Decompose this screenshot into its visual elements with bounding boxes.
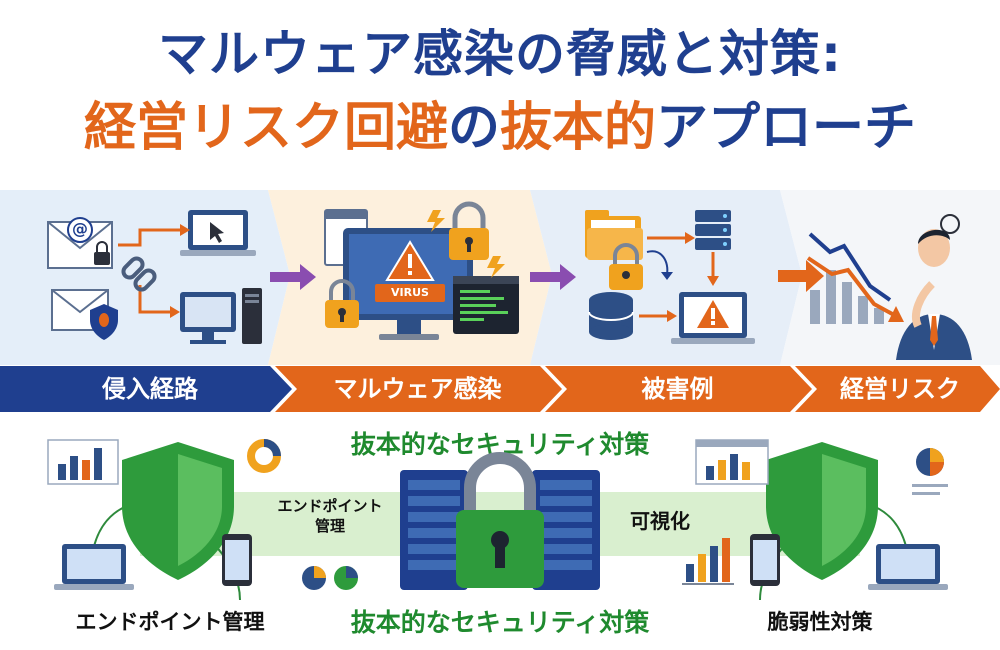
worried-businessman-icon — [896, 214, 972, 360]
laptop-icon-left — [54, 544, 134, 590]
server-stack-icon — [695, 210, 731, 250]
donut-chart-icon — [247, 439, 281, 473]
flow-arrow-1 — [270, 264, 316, 290]
flow-arrow-2 — [530, 264, 576, 290]
title-connector: の — [447, 98, 500, 158]
stage-label-damage-example: 被害例 — [641, 375, 714, 403]
caption-vulnerability-countermeasure: 脆弱性対策 — [767, 610, 873, 634]
email-icon — [47, 217, 113, 269]
stage-label-malware-infection: マルウェア感染 — [333, 375, 502, 403]
business-risk-icons — [806, 214, 972, 360]
damage-example-icons — [585, 210, 755, 344]
title-approach: アプローチ — [656, 98, 917, 158]
server-rack-left — [400, 470, 468, 590]
lock-icon-small — [325, 279, 359, 328]
shield-icon-left — [122, 442, 234, 580]
database-icon — [588, 292, 634, 340]
pie-chart-icon-right — [912, 448, 948, 495]
bar-chart-icon-right — [682, 538, 734, 585]
desktop-pc-icon — [180, 288, 262, 344]
email-at-symbol: @ — [72, 219, 88, 238]
countermeasure-diagram — [47, 439, 948, 601]
infected-monitor-icon — [343, 228, 473, 340]
malware-shield-icon — [90, 304, 118, 340]
folder-icon — [585, 210, 643, 260]
bar-chart-icon-left — [47, 439, 119, 485]
lock-icon-gold — [609, 243, 643, 290]
smartphone-icon-right — [750, 534, 780, 586]
malware-infection-icons — [324, 201, 519, 340]
terminal-code-icon — [453, 276, 519, 334]
alert-laptop-icon — [671, 292, 755, 344]
lock-icon-large — [449, 201, 489, 260]
title-risk-avoidance: 経営リスク回避 — [83, 98, 448, 158]
title-line-2: 経営リスク回避の抜本的アプローチ — [0, 85, 1000, 160]
laptop-icon-right — [868, 544, 948, 590]
shield-icon-right — [766, 442, 878, 580]
countermeasure-heading-bottom: 抜本的なセキュリティ対策 — [350, 608, 650, 637]
flow-arrow-3 — [778, 260, 824, 292]
entry-route-icons — [47, 210, 262, 344]
chain-link-icon — [121, 256, 157, 292]
stage-label-entry-route: 侵入経路 — [102, 375, 198, 403]
declining-chart-icon — [806, 232, 904, 324]
dashboard-chart-icon-right — [695, 439, 769, 485]
pie-chart-icons — [302, 566, 358, 590]
band-label-visualization: 可視化 — [630, 509, 690, 533]
stage-label-business-risk: 経営リスク — [840, 375, 960, 403]
server-rack-right — [532, 470, 600, 590]
smartphone-icon-left — [222, 534, 252, 586]
band-label-endpoint-management: エンドポイント 管理 — [277, 497, 383, 535]
laptop-icon — [180, 210, 256, 256]
stage-label-strip — [0, 366, 1000, 412]
title-line-1: マルウェア感染の脅威と対策: — [158, 25, 842, 83]
title-fundamental: 抜本的 — [500, 98, 657, 158]
padlock-icon-center — [456, 452, 544, 588]
virus-tag: VIRUS — [391, 286, 429, 299]
caption-endpoint-management: エンドポイント管理 — [75, 610, 265, 634]
